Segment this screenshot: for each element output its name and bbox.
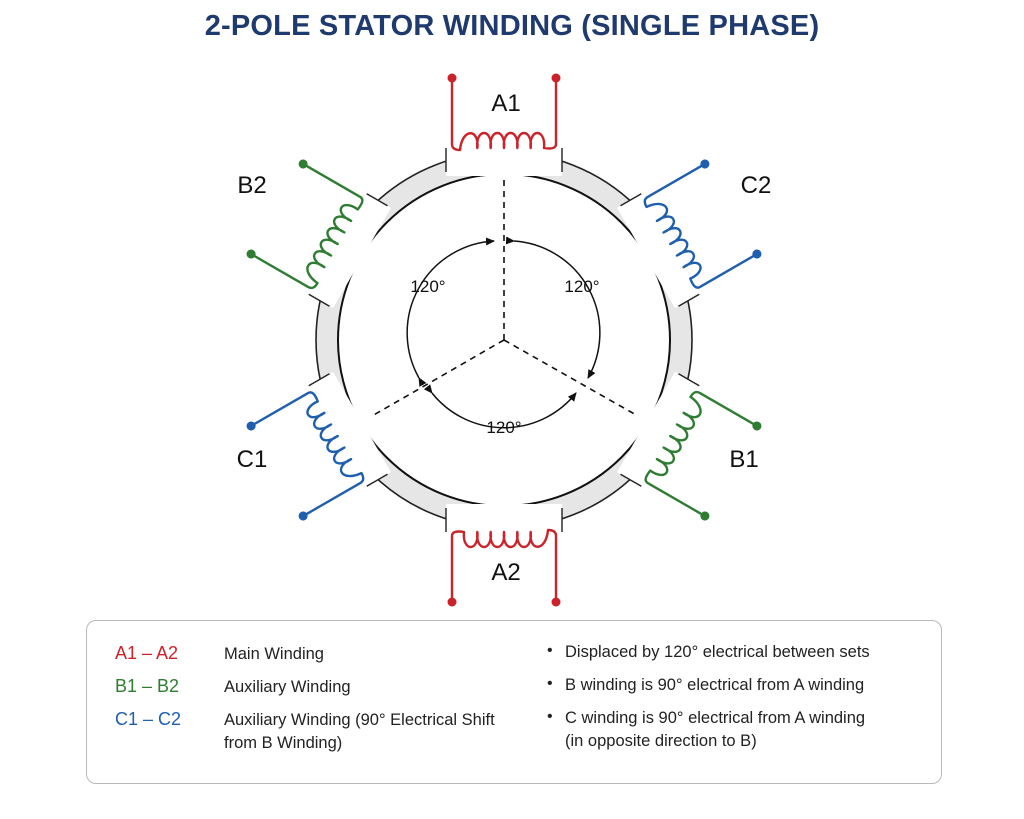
terminal-dot [551, 73, 561, 83]
bullet-dot: • [547, 675, 553, 692]
terminal-dot [298, 511, 308, 521]
legend-desc-c-line2: from B Winding) [224, 734, 343, 752]
terminal-dot [700, 511, 710, 521]
legend-desc-c-line1: Auxiliary Winding (90° Electrical Shift [224, 711, 495, 729]
coil-b1 [617, 371, 762, 521]
bullet-dot: • [547, 708, 553, 725]
coil-b2 [246, 159, 391, 309]
radial-lines [371, 176, 639, 417]
diagram-title: 2-POLE STATOR WINDING (SINGLE PHASE) [204, 10, 820, 42]
legend-key-a: A1 – A2 [115, 643, 179, 663]
note-4: (in opposite direction to B) [565, 732, 757, 750]
terminal-label-a1: A1 [491, 90, 520, 117]
terminal-label-a2: A2 [491, 559, 520, 586]
terminal-dot [752, 421, 762, 431]
coil-c1 [246, 371, 391, 521]
terminal-dot [246, 421, 256, 431]
angle-label-right: 120° [564, 277, 599, 296]
terminal-dot [298, 159, 308, 169]
terminal-dot [246, 249, 256, 259]
terminal-label-b1: B1 [729, 446, 758, 473]
note-3: C winding is 90° electrical from A windi… [565, 709, 866, 727]
legend-key-b: B1 – B2 [115, 676, 180, 696]
terminal-dot [447, 73, 457, 83]
terminal-dot [752, 249, 762, 259]
bullet-dot: • [547, 642, 553, 659]
terminal-dot [700, 159, 710, 169]
terminal-dot [447, 597, 457, 607]
angle-label-left: 120° [410, 277, 445, 296]
coil-a2 [445, 504, 563, 607]
angle-arrows [406, 236, 601, 429]
legend-key-c: C1 – C2 [115, 709, 182, 729]
legend-desc-b: Auxiliary Winding [224, 678, 351, 696]
terminal-label-c1: C1 [237, 446, 268, 473]
coil-a1 [445, 73, 563, 176]
note-2: B winding is 90° electrical from A windi… [565, 676, 865, 694]
angle-label-bottom: 120° [486, 418, 521, 437]
legend-desc-a: Main Winding [224, 645, 324, 663]
terminal-label-b2: B2 [237, 172, 266, 199]
note-1: Displaced by 120° electrical between set… [565, 643, 870, 661]
coil-c2 [617, 159, 762, 309]
terminal-dot [551, 597, 561, 607]
legend-box: A1 – A2 Main Winding B1 – B2 Auxiliary W… [86, 620, 942, 784]
stator-diagram: 120° 120° 120° A1 A2 B2 C2 C1 B1 [237, 73, 772, 607]
terminal-label-c2: C2 [741, 172, 772, 199]
